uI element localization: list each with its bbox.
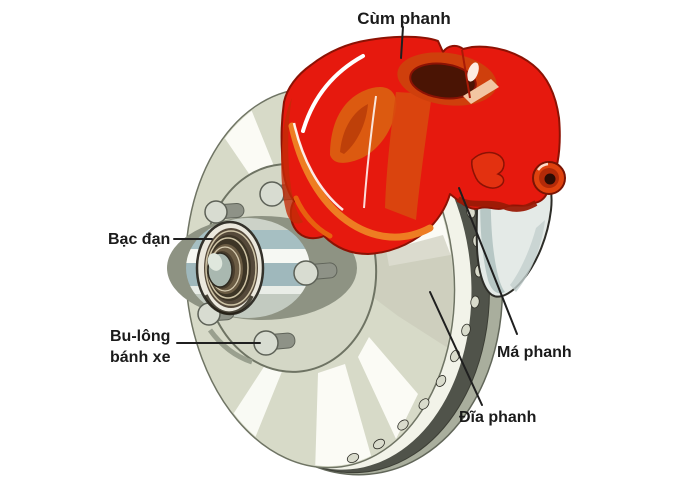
label-brake-pad: Má phanh — [497, 344, 572, 361]
caliper-top-hole — [409, 62, 477, 100]
label-wheel-bolt: Bu-lông bánh xe — [110, 328, 175, 366]
wheel-bolt — [204, 200, 245, 224]
brake-caliper — [280, 35, 566, 255]
caliper-orange-piping — [288, 122, 434, 241]
leader-line-brake-pad — [458, 187, 518, 335]
wheel-bolt — [253, 330, 296, 356]
brake-hose-fitting — [532, 161, 566, 195]
label-bearing: Bạc đạn — [108, 231, 170, 248]
hub-step-shadow — [207, 328, 253, 365]
caliper-mounting-tab — [471, 151, 505, 189]
label-brake-disc: Đĩa phanh — [459, 409, 536, 426]
label-caliper: Cùm phanh — [357, 9, 451, 28]
wheel-bearing — [195, 220, 265, 316]
leader-line-caliper — [400, 26, 404, 59]
wheel-bolt — [293, 260, 338, 286]
leader-line-brake-disc — [429, 291, 483, 406]
